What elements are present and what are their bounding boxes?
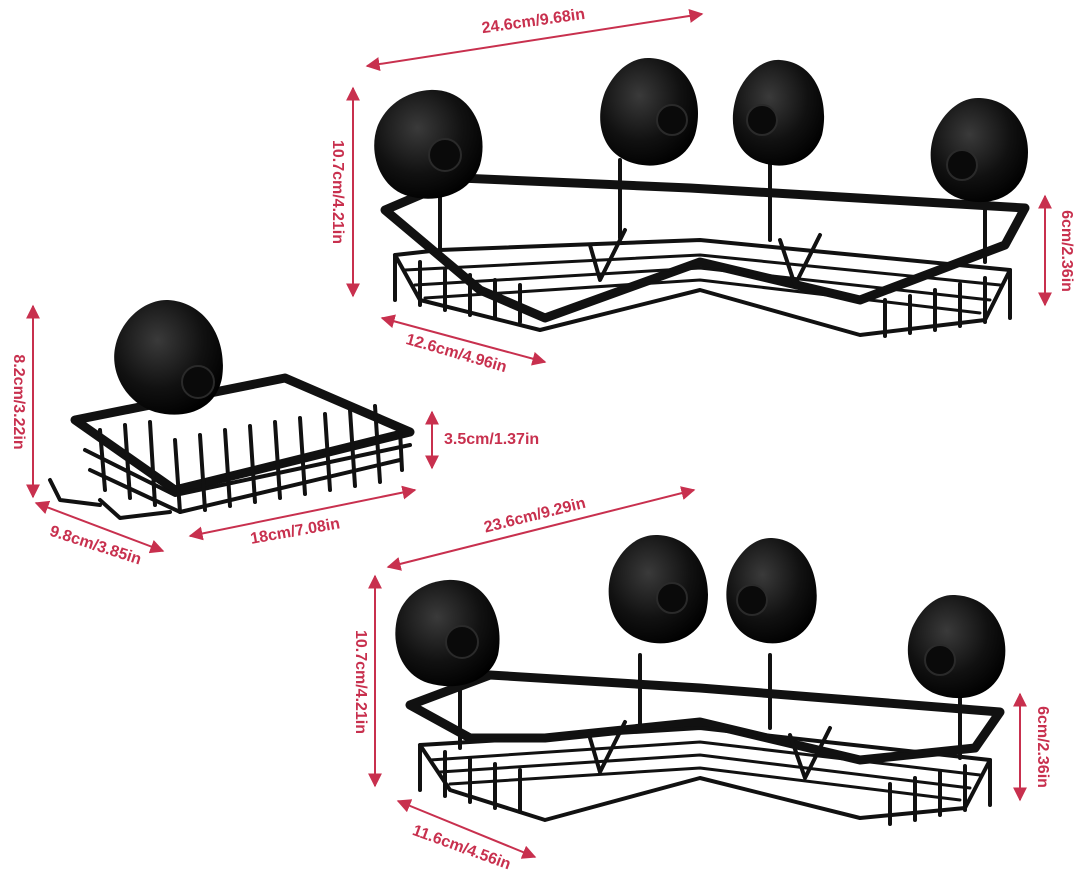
top-shelf-basket [380, 158, 1030, 338]
suction-cup-icon [114, 299, 223, 415]
bottom-shelf-height-label: 10.7cm/4.21in [352, 630, 369, 734]
suction-cup-icon [732, 59, 825, 166]
top-shelf-height-label: 10.7cm/4.21in [329, 140, 346, 244]
suction-cup-icon [726, 537, 817, 644]
suction-cup-icon [930, 97, 1028, 203]
soap-dish-rail-height-label: 3.5cm/1.37in [444, 431, 539, 448]
bottom-shelf-basket [405, 653, 1005, 826]
suction-cup-icon [608, 534, 708, 644]
soap-dish-basket [48, 373, 415, 520]
soap-dish: 8.2cm/3.22in 3.5cm/1.37in 9.8cm/3.85in 1… [10, 299, 539, 569]
top-shelf-width-label: 24.6cm/9.68in [481, 6, 586, 37]
bottom-shelf-depth-label: 11.6cm/4.56in [410, 822, 513, 873]
suction-cup-icon [374, 89, 483, 199]
top-shelf-rail-height-label: 6cm/2.36in [1058, 210, 1075, 292]
top-corner-shelf: 24.6cm/9.68in 10.7cm/4.21in 12.6cm/4.96i… [329, 6, 1075, 376]
suction-cup-icon [600, 57, 698, 166]
soap-dish-depth-label: 9.8cm/3.85in [48, 523, 144, 569]
bottom-corner-shelf: 23.6cm/9.29in 10.7cm/4.21in 11.6cm/4.56i… [352, 486, 1051, 873]
soap-dish-height-label: 8.2cm/3.22in [10, 354, 27, 449]
bottom-shelf-rail-height-label: 6cm/2.36in [1034, 706, 1051, 788]
suction-cup-icon [907, 594, 1006, 699]
top-shelf-suction-cups [374, 57, 1028, 203]
suction-cup-icon [395, 579, 500, 687]
